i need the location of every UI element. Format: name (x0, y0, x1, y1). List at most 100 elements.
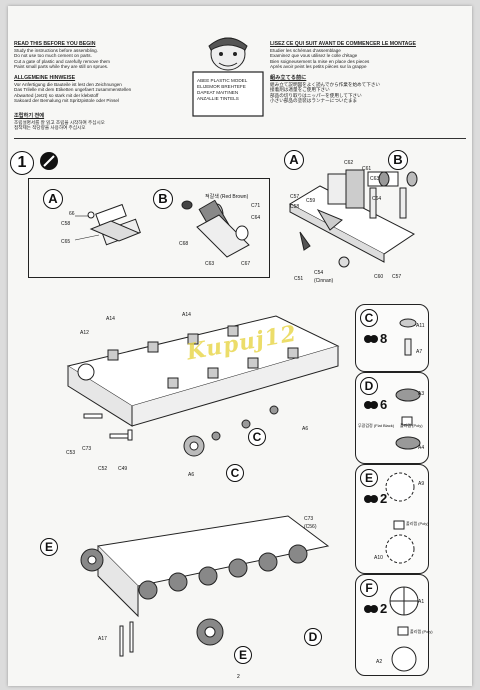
part-label: C53 (66, 450, 76, 456)
header-en-title: READ THIS BEFORE YOU BEGIN (14, 41, 96, 47)
poly-cap-note: 폴리캡 (Poly) (400, 423, 423, 428)
part-label: C73 (304, 516, 314, 522)
part-label: A11 (416, 323, 425, 329)
step-number: 1 (10, 151, 34, 175)
header-jp-line: 組み立て説明図をよく読んでから作業を始めて下さい (270, 81, 381, 87)
part-label: A1 (418, 599, 425, 605)
header-de-line: Abwarted (Jetzt) so stark mit der klebst… (14, 92, 99, 98)
subassembly-box: A B 66 C58 C65 적갈색 (Red Brown) C71 C64 C… (28, 178, 270, 278)
part-label: C62 (344, 160, 354, 166)
part-label: C63 (205, 261, 215, 267)
callout-e: E (360, 469, 378, 487)
part-label: C67 (241, 261, 251, 267)
part-label: (C56) (304, 524, 317, 530)
panel-f: F 2 A1 A2 폴리캡 (Poly) (355, 574, 433, 676)
mascot-note-line: ELIJEMOR BREHTEFE (197, 84, 246, 89)
header-fr: LISEZ CE QUI SUIT AVANT DE COMMENCER LE … (270, 41, 466, 70)
mascot-note-line: ABEE PLASTIC MODEL (197, 78, 248, 83)
part-label: C61 (362, 166, 372, 172)
part-label: A9 (418, 481, 425, 487)
header-jp-line: 部品の切り取りはニッパーを使用して下さい (270, 92, 362, 98)
callout-d: D (304, 628, 322, 646)
paint-note-flat-black: 무광검정 (Flat Black) (358, 423, 395, 428)
part-label: A6 (188, 472, 195, 478)
callout-c: C (360, 309, 378, 327)
mascot-note-line: ANZALLIE TINTELS (197, 96, 239, 101)
panel-c: C 8 A11 A7 (355, 304, 429, 372)
header-en-line: Do not use too much cement on parts. (14, 53, 92, 59)
callout-d: D (360, 377, 378, 395)
part-label: C49 (118, 466, 128, 472)
callout-c: C (226, 464, 244, 482)
header-kr: 조립하기 전에 조립설명서를 잘 읽고 조립을 시작하여 주십시오 접착제는 적… (14, 113, 214, 131)
part-label: C60 (374, 274, 384, 280)
part-label: A14 (106, 316, 115, 322)
part-label: A7 (416, 349, 423, 355)
part-label: A12 (80, 330, 89, 336)
header-de-title: ALLGEMEINE HINWEISE (14, 75, 76, 81)
header-jp-title: 組み立てる前に (270, 75, 307, 81)
hull-upper-assembly: A14 A14 A12 C53 C73 C52 C49 A6 A6 C C (48, 306, 348, 486)
header-en: READ THIS BEFORE YOU BEGIN Study the ins… (14, 41, 134, 70)
header-fr-line: Bien soigneusement la mise en place des … (270, 58, 370, 64)
part-label: C51 (294, 276, 304, 282)
hull-lower-assembly: E E D C73 (C56) A17 (28, 506, 348, 676)
part-label: A6 (302, 426, 309, 432)
header-kr-line: 접착제는 적당량을 사용하여 주십시오 (14, 125, 86, 131)
part-label: C65 (61, 239, 71, 245)
rear-plate-assembly: A B C62 C61 C63 C57 C58 C59 C64 C51 C54 … (274, 146, 434, 296)
part-label: C57 (392, 274, 402, 280)
part-label: C52 (98, 466, 108, 472)
quantity-badge: 2 (380, 601, 388, 616)
part-label: C58 (61, 221, 71, 227)
callout-f: F (360, 579, 378, 597)
page-number: 2 (237, 674, 240, 680)
part-note: (Cinnan) (314, 278, 334, 284)
quantity-badge: 2 (380, 491, 388, 506)
instruction-sheet: READ THIS BEFORE YOU BEGIN Study the ins… (8, 6, 472, 686)
header-en-line: Cut a gate of plastic and carefully remo… (14, 58, 111, 64)
part-label: C71 (251, 203, 261, 209)
header-en-line: Paint small parts while they are still o… (14, 64, 109, 70)
header-jp-line: 接着剤は適量をご使用下さい (270, 87, 330, 93)
part-label: C57 (290, 194, 300, 200)
part-label: A10 (374, 555, 383, 561)
callout-b: B (388, 150, 408, 170)
header-divider (14, 138, 466, 139)
quantity-badge: 6 (380, 397, 388, 412)
header-en-line: Study the instructions before assembling… (14, 47, 99, 53)
part-label: C58 (290, 204, 300, 210)
part-label: C68 (179, 241, 189, 247)
part-label: C64 (251, 215, 261, 221)
part-label: C73 (82, 446, 92, 452)
callout-e: E (40, 538, 58, 556)
poly-cap-note: 폴리캡 (Poly) (410, 629, 433, 634)
mascot-illustration: ABEE PLASTIC MODEL ELIJEMOR BREHTEFE DAP… (183, 32, 273, 120)
part-label: A17 (98, 636, 107, 642)
header-de: ALLGEMEINE HINWEISE Vor Anfertigung die … (14, 75, 154, 104)
part-label: A2 (376, 659, 383, 665)
part-label: A3 (418, 391, 425, 397)
part-label: A4 (418, 445, 425, 451)
panel-e: E 2 A9 A10 폴리캡 (Poly) (355, 464, 429, 574)
header-kr-title: 조립하기 전에 (14, 113, 45, 119)
no-cement-icon (40, 152, 58, 170)
callout-a: A (284, 150, 304, 170)
panel-d: D 6 A3 A4 무광검정 (Flat Black) 폴리캡 (Poly) (355, 372, 429, 464)
header-fr-line: Après avoir peint les petits pièces sur … (270, 64, 367, 70)
callout-c: C (248, 428, 266, 446)
part-label: C64 (372, 196, 382, 202)
part-label: A14 (182, 312, 191, 318)
part-label: 66 (69, 211, 75, 217)
poly-cap-note: 폴리캡 (Poly) (406, 521, 429, 526)
header-de-line: Vor Anfertigung die Bauteile ist lest de… (14, 81, 122, 87)
header-jp: 組み立てる前に 組み立て説明図をよく読んでから作業を始めて下さい 接着剤は適量を… (270, 75, 466, 104)
header-kr-line: 조립설명서를 잘 읽고 조립을 시작하여 주십시오 (14, 119, 105, 125)
header-fr-title: LISEZ CE QUI SUIT AVANT DE COMMENCER LE … (270, 41, 416, 47)
callout-b: B (153, 189, 173, 209)
callout-a: A (43, 189, 63, 209)
header-fr-line: Examinez que vous utilisez le colle d'ét… (270, 53, 358, 59)
part-label: C54 (314, 270, 324, 276)
callout-e: E (234, 646, 252, 664)
quantity-badge: 8 (380, 331, 388, 346)
